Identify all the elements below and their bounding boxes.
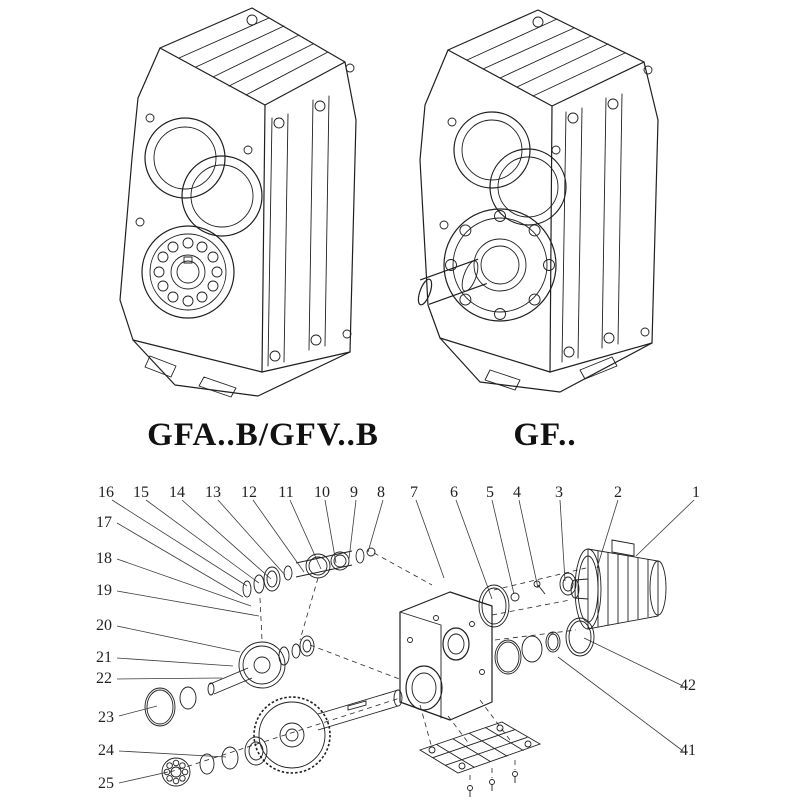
part-callout: 25	[98, 775, 114, 792]
part-callout: 9	[350, 484, 358, 501]
output-shaft-right	[417, 258, 487, 306]
model-label-left: GFA..B/GFV..B	[147, 417, 379, 453]
callout-leader-lines	[111, 499, 695, 784]
input-bores-left	[144, 117, 263, 237]
part-callout: 18	[96, 550, 112, 567]
output-shaft-parts	[161, 689, 403, 787]
cover-gasket-parts	[478, 572, 577, 628]
assembly-axis-lines	[169, 552, 587, 784]
output-bearing-left	[141, 225, 235, 319]
side-flange-bars-right	[561, 65, 653, 363]
part-callout: 16	[98, 484, 114, 501]
motor-unit	[570, 539, 667, 630]
part-callout: 4	[513, 484, 521, 501]
side-flange-bars-left	[267, 63, 355, 367]
gear-housing	[399, 591, 493, 721]
part-callout: 19	[96, 582, 112, 599]
part-callout: 20	[96, 617, 112, 634]
part-callout: 5	[486, 484, 494, 501]
part-callout: 21	[96, 649, 112, 666]
gearbox-left-drawing	[119, 7, 357, 398]
part-callout: 12	[241, 484, 257, 501]
part-callout: 2	[614, 484, 622, 501]
part-callout: 42	[680, 677, 696, 694]
model-label-right: GF..	[513, 417, 576, 453]
part-callout: 14	[169, 484, 185, 501]
bottom-cover-plate	[418, 721, 542, 797]
mounting-feet-right	[484, 356, 618, 391]
retaining-ring-parts	[494, 617, 595, 675]
mounting-feet-left	[144, 355, 237, 398]
callout-numbers: 16 15 14 13 12 11 10 9 8 7 6 5 4 3 2 1 1…	[96, 484, 700, 792]
part-callout: 15	[133, 484, 149, 501]
part-callout: 13	[205, 484, 221, 501]
cooling-ribs-left	[178, 17, 329, 96]
output-flange-right	[443, 208, 557, 322]
part-callout: 24	[98, 742, 114, 759]
part-callout: 22	[96, 670, 112, 687]
intermediate-gear-parts	[144, 635, 315, 727]
input-shaft-parts	[242, 547, 376, 598]
part-callout: 10	[314, 484, 330, 501]
gearbox-right-drawing	[417, 9, 659, 393]
exploded-view: 16 15 14 13 12 11 10 9 8 7 6 5 4 3 2 1 1…	[96, 484, 700, 797]
part-callout: 3	[555, 484, 563, 501]
part-callout: 6	[450, 484, 458, 501]
part-callout: 41	[680, 742, 696, 759]
part-callout: 17	[96, 514, 112, 531]
part-callout: 8	[377, 484, 385, 501]
part-callout: 11	[278, 484, 293, 501]
cooling-ribs-right	[466, 18, 626, 97]
part-callout: 7	[410, 484, 418, 501]
part-callout: 23	[98, 709, 114, 726]
input-bores-right	[453, 111, 567, 226]
part-callout: 1	[692, 484, 700, 501]
